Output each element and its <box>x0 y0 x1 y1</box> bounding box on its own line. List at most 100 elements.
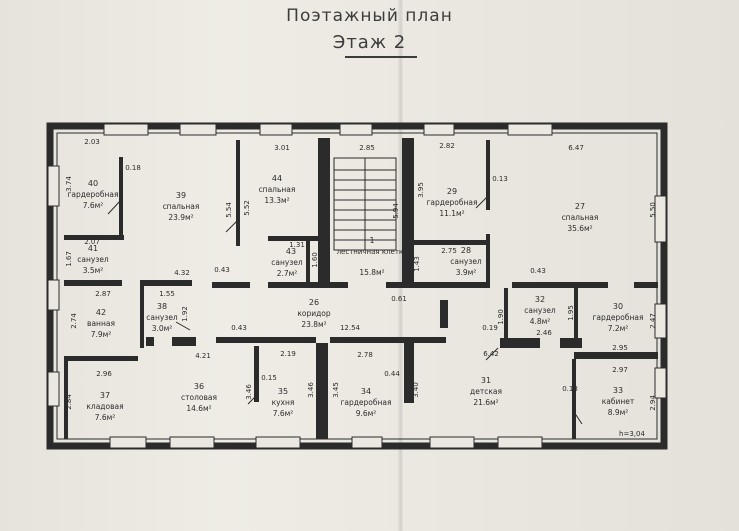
room-number: 40 <box>88 179 98 188</box>
room-number: 29 <box>447 187 457 196</box>
room-area: 7.6м² <box>83 201 104 210</box>
room-area: 3.0м² <box>152 324 173 333</box>
room-number: 35 <box>278 387 288 396</box>
dim-label: 3.40 <box>412 382 420 398</box>
room-area: 23.8м² <box>301 320 326 329</box>
room-number: 32 <box>535 295 545 304</box>
dim-label: 4.32 <box>174 269 190 277</box>
dim-label: 2.74 <box>70 313 78 329</box>
room-area: 7.9м² <box>91 330 112 339</box>
dim-label: 0.18 <box>125 164 141 172</box>
room-label-1: 1 лестничная клетка 15.8м² <box>337 236 408 277</box>
dim-label: 2.46 <box>536 329 552 337</box>
room-area: 35.6м² <box>567 224 592 233</box>
floor-subtitle: Этаж 2 <box>332 32 407 53</box>
room-number: 39 <box>176 191 186 200</box>
room-name: столовая <box>181 393 217 402</box>
dim-label: 0.44 <box>384 370 400 378</box>
room-number: 43 <box>286 247 296 256</box>
room-name: санузел <box>524 306 556 315</box>
room-number: 30 <box>613 302 623 311</box>
dim-label: 3.46 <box>245 384 253 400</box>
dim-label: 0.43 <box>231 324 247 332</box>
dim-label: 0.13 <box>492 175 508 183</box>
dim-label: 1.60 <box>311 252 319 268</box>
dim-label: 2.84 <box>65 394 73 410</box>
room-number: 31 <box>481 376 491 385</box>
room-area: 11.1м² <box>439 209 464 218</box>
dimension-labels: 2.03 3.01 2.85 2.82 6.47 0.18 5.54 5.52 … <box>65 138 657 438</box>
room-area: 3.9м² <box>456 268 477 277</box>
dim-label: 3.45 <box>332 382 340 398</box>
room-area: 2.7м² <box>277 269 298 278</box>
dim-label: 2.75 <box>441 247 457 255</box>
dim-label: 2.82 <box>439 142 455 150</box>
dim-label: 2.07 <box>84 238 100 246</box>
dim-label: 0.43 <box>214 266 230 274</box>
room-name: гардеробная <box>592 313 643 322</box>
dim-label: 0.15 <box>261 374 277 382</box>
dim-label: 1.95 <box>567 305 575 321</box>
dim-label: 0.19 <box>482 324 498 332</box>
doors <box>107 195 583 425</box>
dim-label: 3.01 <box>274 144 290 152</box>
dim-label: 2.96 <box>96 370 112 378</box>
dim-label: 2.85 <box>359 144 375 152</box>
room-area: 7.2м² <box>608 324 629 333</box>
dim-label: 2.87 <box>95 290 111 298</box>
dim-label: 2.03 <box>84 138 100 146</box>
room-label-33: 33 кабинет 8.9м² <box>602 386 635 417</box>
dim-label: 1.90 <box>497 309 505 325</box>
room-name: кабинет <box>602 397 635 406</box>
room-number: 1 <box>369 236 374 245</box>
room-number: 38 <box>157 302 167 311</box>
dim-label: 6.42 <box>483 350 499 358</box>
room-name: санузел <box>271 258 303 267</box>
room-label-43: 43 санузел 2.7м² <box>271 247 303 278</box>
dim-label: 2.47 <box>649 313 657 329</box>
dim-label: 2.94 <box>649 395 657 411</box>
dim-label: 3.46 <box>307 382 315 398</box>
room-area: 13.3м² <box>264 196 289 205</box>
room-number: 44 <box>272 174 282 183</box>
dim-label: 1.55 <box>159 290 175 298</box>
room-area: 23.9м² <box>168 213 193 222</box>
room-name: спальная <box>163 202 200 211</box>
dim-label: 2.95 <box>612 344 628 352</box>
dim-label: 1.31 <box>289 241 305 249</box>
room-area: 7.6м² <box>273 409 294 418</box>
subtitle-underline <box>345 56 417 58</box>
room-area: 8.9м² <box>608 408 629 417</box>
room-name: ванная <box>87 319 115 328</box>
room-name: санузел <box>450 257 482 266</box>
room-label-44: 44 спальная 13.3м² <box>259 174 296 205</box>
room-name: спальная <box>259 185 296 194</box>
room-name: коридор <box>297 309 331 318</box>
dim-label: 2.78 <box>357 351 373 359</box>
room-number: 41 <box>88 244 98 253</box>
room-name: кладовая <box>86 402 123 411</box>
room-number: 27 <box>575 202 585 211</box>
room-name: лестничная клетка <box>337 248 408 256</box>
room-label-39: 39 спальная 23.9м² <box>163 191 200 222</box>
room-area: 15.8м² <box>359 268 384 277</box>
room-name: детская <box>470 387 502 396</box>
dim-label: 3.95 <box>417 182 425 198</box>
room-number: 34 <box>361 387 371 396</box>
dim-label: 2.19 <box>280 350 296 358</box>
dim-label: 5.50 <box>649 202 657 218</box>
dim-label: 0.43 <box>530 267 546 275</box>
dim-label: 5.52 <box>243 200 251 216</box>
room-number: 33 <box>613 386 623 395</box>
room-number: 36 <box>194 382 204 391</box>
room-label-30: 30 гардеробная 7.2м² <box>592 302 643 333</box>
room-name: санузел <box>77 255 109 264</box>
